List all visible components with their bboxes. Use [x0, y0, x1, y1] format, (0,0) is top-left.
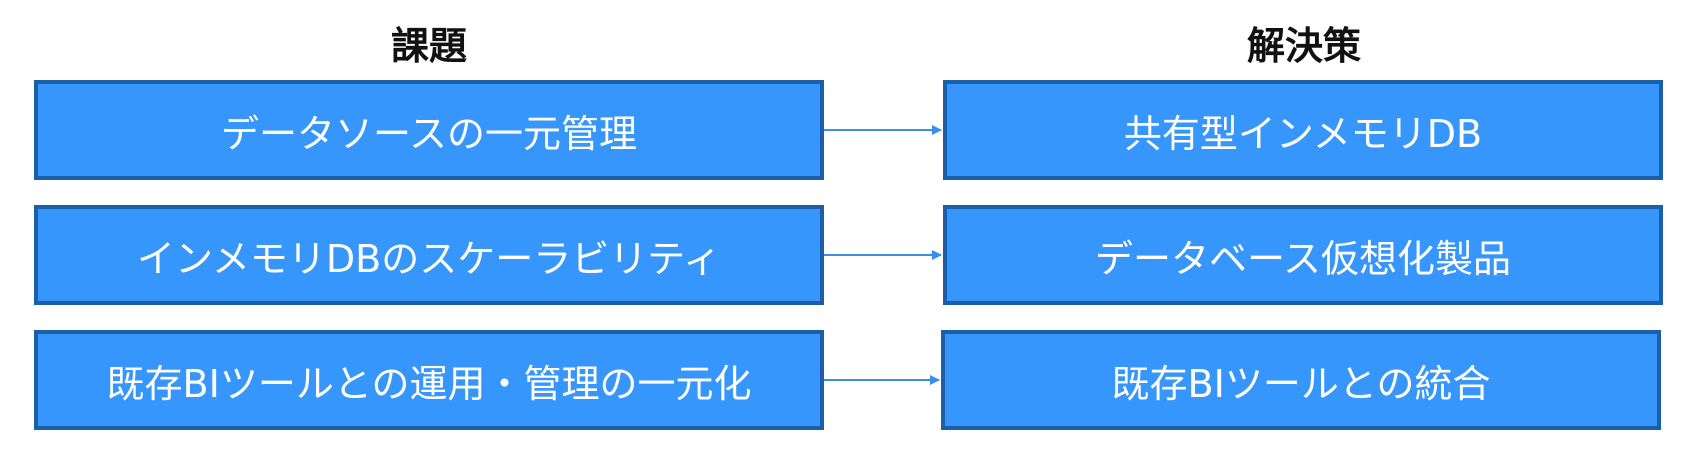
- problem-label: インメモリDBのスケーラビリティ: [137, 236, 721, 281]
- solution-box-shared-inmemory-db: 共有型インメモリDB: [943, 80, 1663, 180]
- solution-box-db-virtualization: データベース仮想化製品: [943, 205, 1663, 305]
- solution-label: 既存BIツールとの統合: [1111, 361, 1491, 406]
- solutions-heading: 解決策: [1246, 24, 1361, 68]
- solution-label: データベース仮想化製品: [1094, 236, 1512, 281]
- problem-box-data-source: データソースの一元管理: [34, 80, 824, 180]
- solution-box-bi-tool-integration: 既存BIツールとの統合: [941, 330, 1661, 430]
- problems-heading: 課題: [390, 24, 467, 68]
- problem-box-bi-integration: 既存BIツールとの運用・管理の一元化: [34, 330, 824, 430]
- problem-box-scalability: インメモリDBのスケーラビリティ: [34, 205, 824, 305]
- problem-label: データソースの一元管理: [220, 111, 638, 156]
- problem-label: 既存BIツールとの運用・管理の一元化: [106, 361, 752, 406]
- solution-label: 共有型インメモリDB: [1123, 111, 1483, 156]
